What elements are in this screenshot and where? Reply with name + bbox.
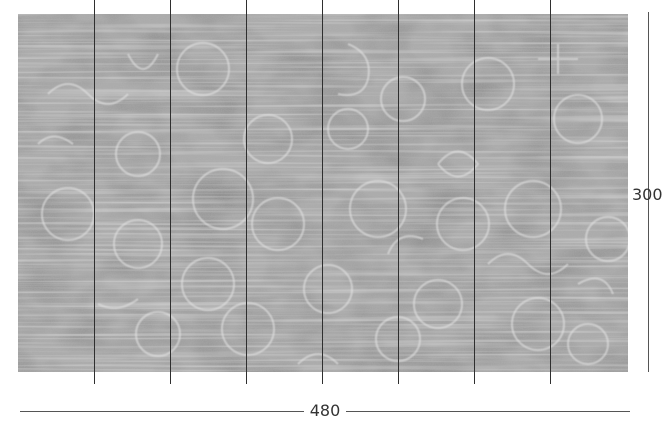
height-dimension-line [648,12,649,372]
wallpaper-texture [18,14,628,372]
panel-seam-line [170,0,171,384]
wallpaper-panel [18,14,628,372]
panel-seam-line [474,0,475,384]
texture-noise [18,14,628,372]
panel-seam-line [550,0,551,384]
height-dimension-label: 300 [632,185,662,204]
width-dimension-line-left [20,411,304,412]
faint-ornament-shapes [37,41,628,366]
panel-seam-line [322,0,323,384]
panel-seam-line [246,0,247,384]
width-dimension-label: 480 [309,401,341,420]
panel-seam-line [398,0,399,384]
width-dimension-line-right [346,411,630,412]
panel-seam-line [94,0,95,384]
